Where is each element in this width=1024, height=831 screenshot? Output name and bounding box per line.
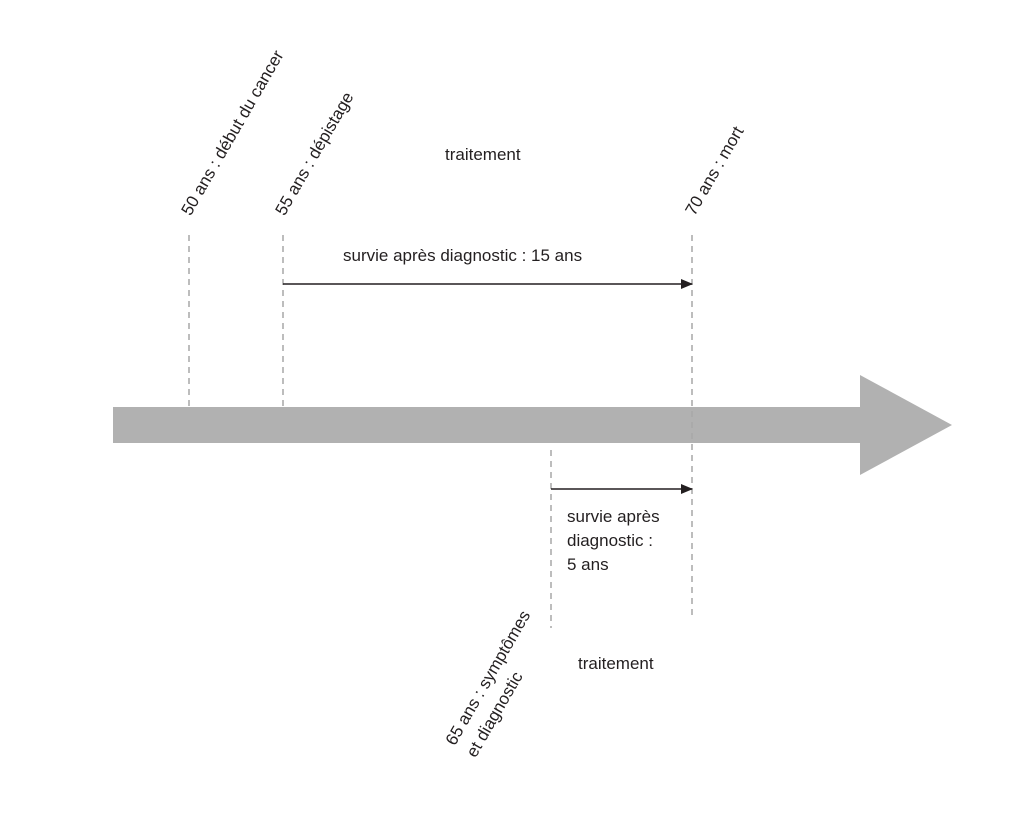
label-survival-bottom-line1: survie après [567, 507, 660, 526]
label-treatment-bottom: traitement [578, 654, 654, 673]
label-survival-bottom-line3: 5 ans [567, 555, 609, 574]
timeline-arrow [113, 375, 952, 475]
label-survival-bottom: survie après diagnostic : 5 ans [567, 505, 660, 577]
label-survival-top: survie après diagnostic : 15 ans [343, 246, 583, 265]
label-treatment-top: traitement [445, 145, 521, 164]
label-survival-bottom-line2: diagnostic : [567, 531, 653, 550]
